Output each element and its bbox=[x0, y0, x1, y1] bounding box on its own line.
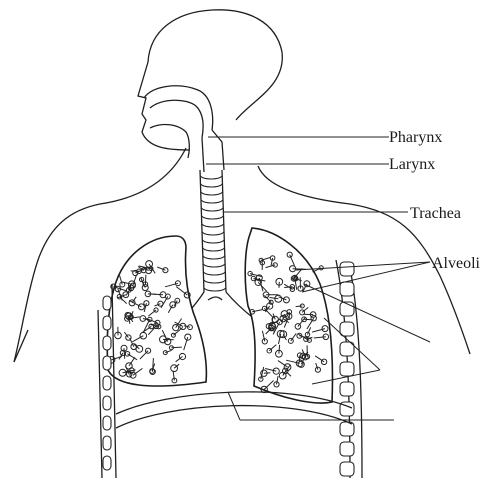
trachea-ring bbox=[204, 288, 226, 291]
bronchiole bbox=[272, 318, 273, 326]
bronchiole bbox=[296, 306, 303, 307]
trachea-ring bbox=[201, 192, 223, 195]
label-pharynx: Pharynx bbox=[389, 129, 442, 146]
rib bbox=[103, 336, 111, 350]
rib bbox=[340, 462, 354, 476]
bronchiole bbox=[124, 348, 125, 359]
trachea-ring bbox=[200, 176, 222, 179]
rib bbox=[103, 416, 111, 430]
trachea-ring bbox=[202, 216, 224, 219]
right-lung bbox=[245, 228, 332, 403]
rib bbox=[340, 442, 354, 456]
rib bbox=[340, 362, 354, 376]
trachea-ring bbox=[203, 272, 225, 275]
diaphragm bbox=[116, 392, 352, 428]
trachea-tube bbox=[200, 170, 226, 292]
rib bbox=[103, 356, 111, 370]
trachea-ring bbox=[201, 200, 223, 203]
nasal-oral-cavity bbox=[144, 86, 224, 172]
trachea-ring bbox=[202, 224, 224, 227]
right-chest-wall bbox=[336, 260, 362, 478]
label-alveoli: Alveoli bbox=[432, 255, 481, 272]
left-lung bbox=[107, 236, 206, 386]
label-larynx: Larynx bbox=[389, 156, 435, 173]
label-trachea: Trachea bbox=[410, 205, 461, 222]
bronchiole bbox=[304, 319, 311, 320]
trachea-ring bbox=[202, 240, 224, 243]
rib bbox=[103, 376, 111, 390]
trachea-ring bbox=[203, 264, 225, 267]
rib bbox=[340, 322, 354, 336]
trachea-ring bbox=[203, 256, 225, 259]
rib bbox=[103, 396, 111, 410]
rib bbox=[103, 456, 111, 470]
rib bbox=[103, 296, 111, 310]
rib bbox=[103, 316, 111, 330]
rib bbox=[340, 262, 354, 276]
trachea-ring bbox=[204, 280, 226, 283]
trachea-ring bbox=[202, 232, 224, 235]
bronchiole bbox=[145, 275, 146, 285]
trachea-ring bbox=[201, 208, 223, 211]
bronchiole bbox=[279, 345, 280, 354]
trachea-ring bbox=[203, 248, 225, 251]
trachea-ring bbox=[200, 184, 222, 187]
rib bbox=[340, 282, 354, 296]
rib bbox=[340, 382, 354, 396]
rib bbox=[103, 436, 111, 450]
